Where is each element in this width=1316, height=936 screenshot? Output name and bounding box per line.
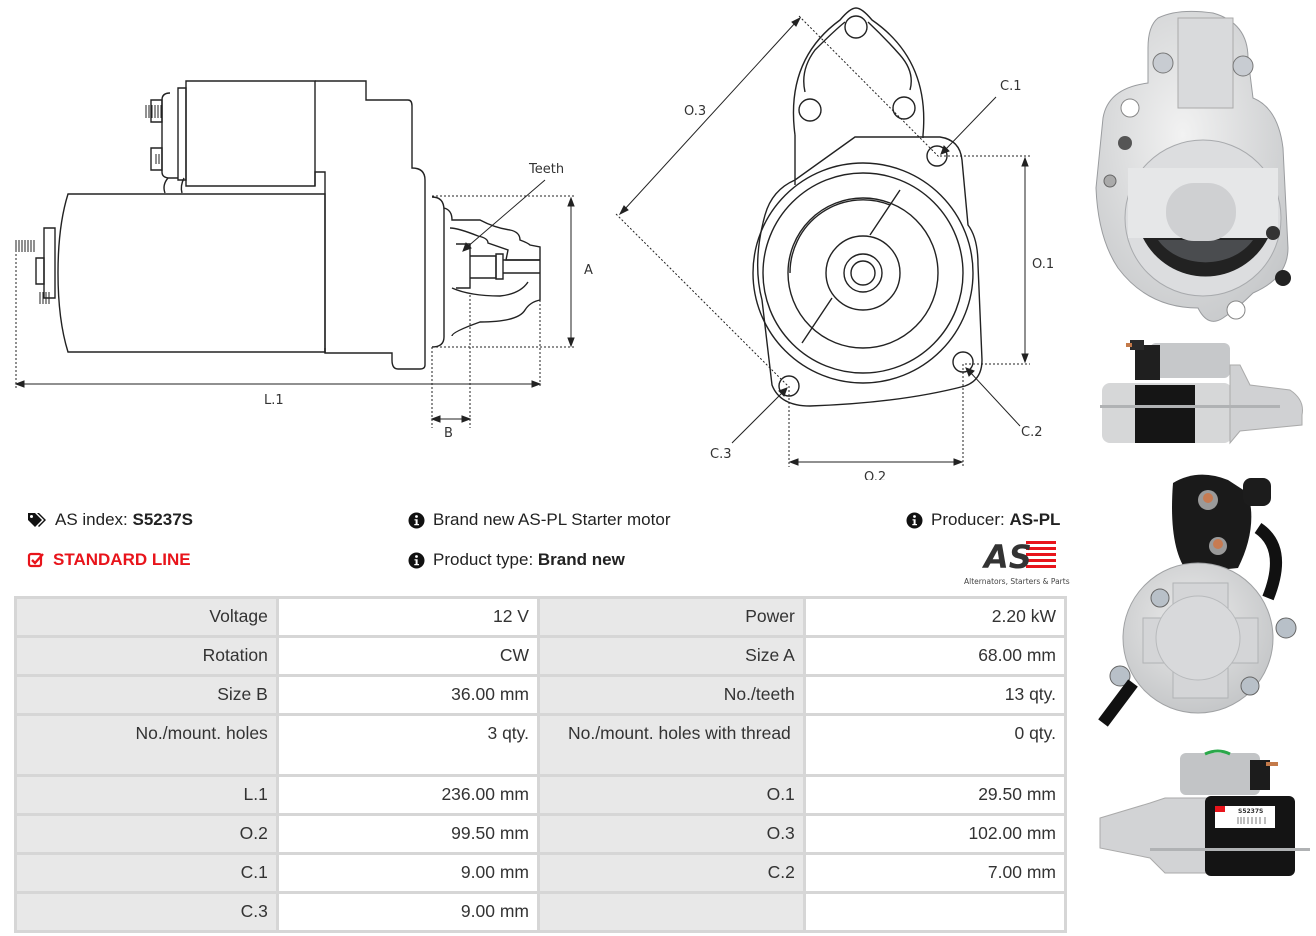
producer-label: Producer: [931, 510, 1005, 529]
spec-label: Size A [536, 635, 806, 677]
spec-value: 236.00 mm [275, 774, 540, 816]
spec-value: 9.00 mm [275, 852, 540, 894]
spec-value: 99.50 mm [275, 813, 540, 855]
dim-c3-label: C.3 [710, 447, 731, 462]
as-logo-tagline: Alternators, Starters & Parts [964, 577, 1070, 586]
as-logo-text: AS [981, 538, 1032, 572]
spec-label: No./mount. holes with thread [536, 713, 806, 777]
spec-value: CW [275, 635, 540, 677]
spec-label: C.2 [536, 852, 806, 894]
spec-value: 29.50 mm [802, 774, 1068, 816]
product-type: Product type: Brand new [408, 550, 625, 570]
info-circle-icon [408, 552, 425, 568]
spec-value: 2.20 kW [802, 596, 1068, 638]
dim-o3-label: O.3 [684, 104, 706, 119]
tags-icon [28, 513, 46, 527]
spec-label: Rotation [14, 635, 279, 677]
info-circle-icon [408, 512, 425, 528]
producer: Producer: AS-PL [906, 510, 1060, 530]
product-photo-rear[interactable] [1088, 468, 1308, 748]
product-description: Brand new AS-PL Starter motor [408, 510, 670, 530]
spec-value: 7.00 mm [802, 852, 1068, 894]
description-text: Brand new AS-PL Starter motor [433, 510, 671, 529]
spec-value: 0 qty. [802, 713, 1068, 777]
as-index-label: AS index: [55, 510, 128, 529]
spec-value: 13 qty. [802, 674, 1068, 716]
product-photo-labeled[interactable]: S5237S [1090, 748, 1310, 888]
as-logo-mark: AS [981, 538, 1056, 576]
dim-o2-label: O.2 [864, 470, 886, 480]
spec-value: 68.00 mm [802, 635, 1068, 677]
product-type-value: Brand new [537, 550, 625, 569]
spec-label: No./teeth [536, 674, 806, 716]
product-photo-side[interactable] [1090, 335, 1310, 455]
standard-line-badge: STANDARD LINE [27, 550, 191, 570]
product-photo-front[interactable] [1088, 8, 1308, 338]
spec-label: L.1 [14, 774, 279, 816]
spec-value: 102.00 mm [802, 813, 1068, 855]
dim-c1-label: C.1 [1000, 79, 1021, 94]
dim-a-label: A [584, 263, 593, 278]
teeth-label: Teeth [528, 162, 564, 177]
spec-label: O.3 [536, 813, 806, 855]
spec-value [802, 891, 1068, 933]
spec-label: No./mount. holes [14, 713, 279, 777]
side-view-drawing: Teeth A B L.1 [14, 80, 593, 441]
spec-label [536, 891, 806, 933]
as-index-value: S5237S [132, 510, 194, 529]
dim-b-label: B [444, 426, 453, 441]
as-index: AS index: S5237S [27, 510, 193, 530]
checkbox-checked-icon [27, 552, 44, 568]
spec-label: Power [536, 596, 806, 638]
standard-line-label: STANDARD LINE [53, 550, 191, 569]
producer-value: AS-PL [1009, 510, 1061, 529]
dim-o1-label: O.1 [1032, 257, 1054, 272]
dim-l1-label: L.1 [264, 393, 284, 408]
spec-value: 9.00 mm [275, 891, 540, 933]
product-type-label: Product type: [433, 550, 534, 569]
spec-label: O.2 [14, 813, 279, 855]
spec-value: 36.00 mm [275, 674, 540, 716]
label-sticker-text: S5237S [1238, 808, 1263, 815]
spec-label: O.1 [536, 774, 806, 816]
spec-label: Voltage [14, 596, 279, 638]
info-circle-icon [906, 512, 923, 528]
as-logo[interactable]: AS Alternators, Starters & Parts [964, 538, 1070, 586]
spec-value: 3 qty. [275, 713, 540, 777]
spec-value: 12 V [275, 596, 540, 638]
front-view-drawing: O.3 C.1 O.1 C.2 C.3 O.2 [615, 7, 1054, 480]
spec-label: C.1 [14, 852, 279, 894]
spec-label: Size B [14, 674, 279, 716]
dim-c2-label: C.2 [1021, 425, 1042, 440]
spec-label: C.3 [14, 891, 279, 933]
